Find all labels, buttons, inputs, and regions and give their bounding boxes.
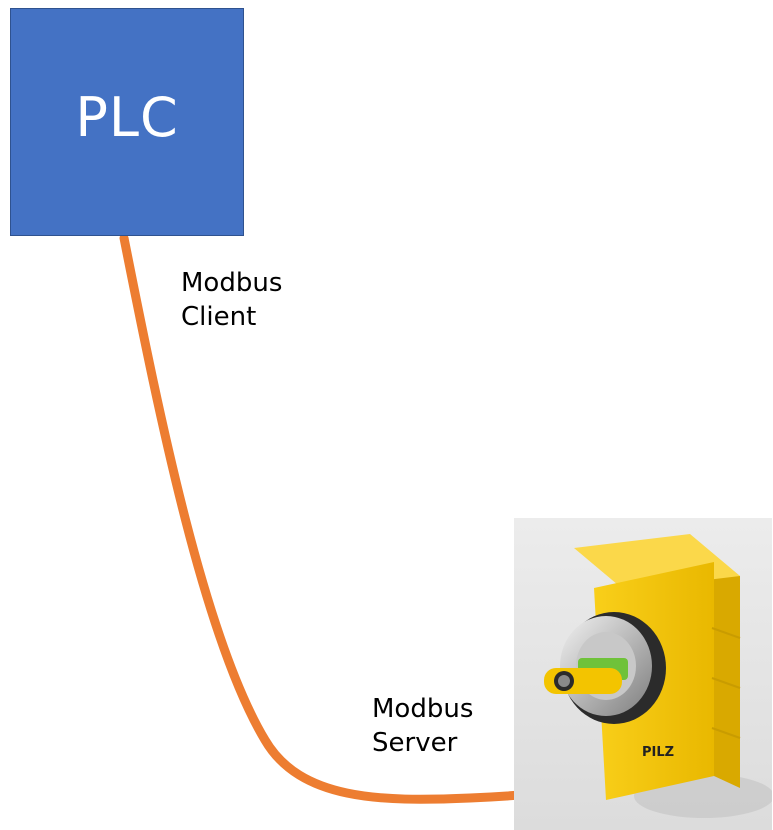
plc-label: PLC xyxy=(75,85,179,149)
server-label-line1: Modbus xyxy=(372,694,474,724)
client-label-line2: Client xyxy=(181,302,257,332)
client-label-line1: Modbus xyxy=(181,268,283,298)
pilz-safety-switch-image: PILZ xyxy=(514,518,772,830)
modbus-client-label: Modbus Client xyxy=(181,266,282,334)
server-label-line2: Server xyxy=(372,728,458,758)
device-brand-label: PILZ xyxy=(642,745,674,760)
plc-box: PLC xyxy=(10,8,244,236)
modbus-server-label: Modbus Server xyxy=(372,692,473,760)
